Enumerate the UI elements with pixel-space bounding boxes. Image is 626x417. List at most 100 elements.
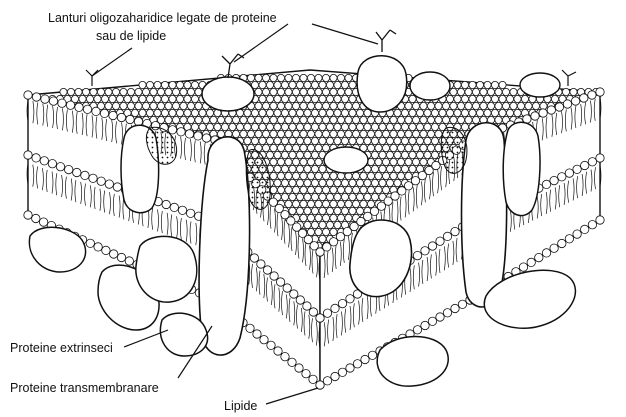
lipid-head	[244, 123, 251, 130]
lipid-head	[443, 309, 451, 317]
lipid-head	[326, 109, 333, 116]
lipid-head	[24, 211, 32, 219]
lipid-head	[397, 116, 404, 123]
lipid-head	[89, 174, 97, 182]
lipid-head	[285, 116, 292, 123]
lipid-head	[412, 144, 419, 151]
lipid-head	[330, 200, 337, 207]
lipid-head	[281, 193, 288, 200]
lipid-head	[506, 95, 513, 102]
lipid-head	[412, 130, 419, 137]
lipid-head	[289, 207, 296, 214]
lipid-head	[289, 81, 296, 88]
lipid-head	[285, 102, 292, 109]
lipid-head	[330, 130, 337, 137]
lipid-head	[270, 88, 277, 95]
lipid-head	[86, 239, 94, 247]
lipid-head	[100, 109, 108, 117]
lipid-head	[570, 88, 577, 95]
lipid-head	[525, 102, 532, 109]
lipid-head	[469, 81, 476, 88]
lipid-head	[127, 88, 134, 95]
lipid-head	[330, 214, 337, 221]
lipid-head	[300, 116, 307, 123]
lipid-head	[290, 290, 298, 298]
lipid-head	[311, 179, 318, 186]
lipid-head	[416, 123, 423, 130]
lipid-head	[382, 116, 389, 123]
lipid-head	[139, 95, 146, 102]
lipid-head	[292, 186, 299, 193]
lipid-head	[184, 109, 191, 116]
lipid-head	[307, 88, 314, 95]
lipid-head	[338, 368, 346, 376]
lipid-head	[491, 109, 498, 116]
lipid-head	[349, 137, 356, 144]
lipid-head	[281, 123, 288, 130]
lipid-head	[476, 95, 483, 102]
lipid-head	[379, 137, 386, 144]
lipid-head	[427, 102, 434, 109]
lipid-head	[73, 168, 81, 176]
lipid-head	[345, 88, 352, 95]
lipid-head	[292, 200, 299, 207]
lipid-head	[330, 172, 337, 179]
lipid-head	[281, 179, 288, 186]
lipid-head	[379, 123, 386, 130]
lipid-head	[202, 134, 210, 142]
lipid-head	[371, 123, 378, 130]
lipid-head	[309, 375, 317, 383]
lipid-head	[259, 109, 266, 116]
lipid-head	[244, 109, 251, 116]
lipid-head	[307, 102, 314, 109]
lipid-head	[191, 109, 198, 116]
lipid-head	[247, 116, 254, 123]
lipid-head	[409, 123, 416, 130]
lipid-head	[436, 237, 444, 245]
lipid-head	[428, 242, 436, 250]
lipid-head	[307, 158, 314, 165]
lipid-head	[573, 165, 581, 173]
lipid-head	[75, 88, 82, 95]
lipid-head	[120, 102, 127, 109]
lipid-head	[300, 144, 307, 151]
lipid-head	[307, 172, 314, 179]
lipid-head	[319, 221, 326, 228]
lipid-head	[596, 154, 604, 162]
lipid-head	[421, 321, 429, 329]
lipid-head	[499, 109, 506, 116]
lipid-head	[112, 88, 119, 95]
lipid-head	[341, 193, 348, 200]
lipid-head	[382, 130, 389, 137]
lipid-head	[427, 130, 434, 137]
lipid-head	[285, 172, 292, 179]
lipid-head	[281, 353, 289, 361]
lipid-head	[186, 209, 194, 217]
lipid-head	[345, 130, 352, 137]
lipid-head	[424, 151, 431, 158]
lipid-head	[117, 113, 125, 121]
lipid-head	[110, 250, 118, 258]
lipid-head	[367, 172, 374, 179]
lipid-head	[367, 186, 374, 193]
lipid-head	[409, 137, 416, 144]
lipid-head	[307, 200, 314, 207]
lipid-head	[517, 102, 524, 109]
lipid-head	[331, 304, 339, 312]
lipid-head	[330, 186, 337, 193]
lipid-head	[296, 207, 303, 214]
lipid-head	[375, 186, 382, 193]
lipid-head	[169, 81, 176, 88]
lipid-head	[176, 95, 183, 102]
lipid-head	[202, 116, 209, 123]
lipid-head	[315, 214, 322, 221]
lipid-head	[270, 130, 277, 137]
lipid-head	[405, 158, 412, 165]
lipid-head	[551, 95, 558, 102]
lipid-head	[461, 123, 468, 130]
lipid-head	[296, 296, 304, 304]
lipid-head	[161, 81, 168, 88]
lipid-head	[375, 172, 382, 179]
lipid-head	[117, 253, 125, 261]
lipid-head	[487, 88, 494, 95]
